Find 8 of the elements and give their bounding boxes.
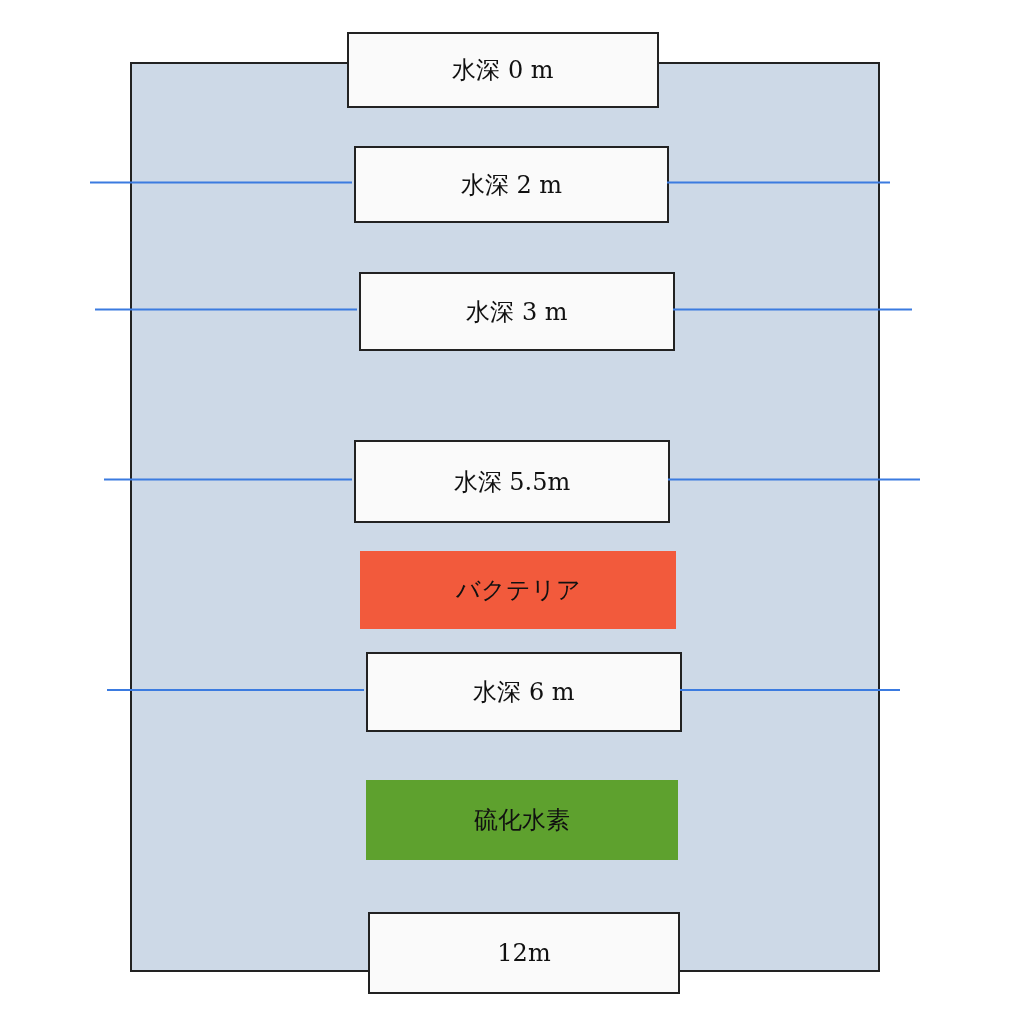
colored-layer-box: 硫化水素 bbox=[366, 780, 678, 860]
depth-label-box: 水深 5.5m bbox=[354, 440, 670, 523]
colored-layer-box: バクテリア bbox=[360, 551, 676, 629]
depth-label-box: 水深 2 m bbox=[354, 146, 669, 223]
depth-label-box: 水深 0 m bbox=[347, 32, 659, 108]
depth-label-box: 水深 3 m bbox=[359, 272, 675, 351]
depth-label-box: 水深 6 m bbox=[366, 652, 682, 732]
depth-label-box: 12m bbox=[368, 912, 680, 994]
